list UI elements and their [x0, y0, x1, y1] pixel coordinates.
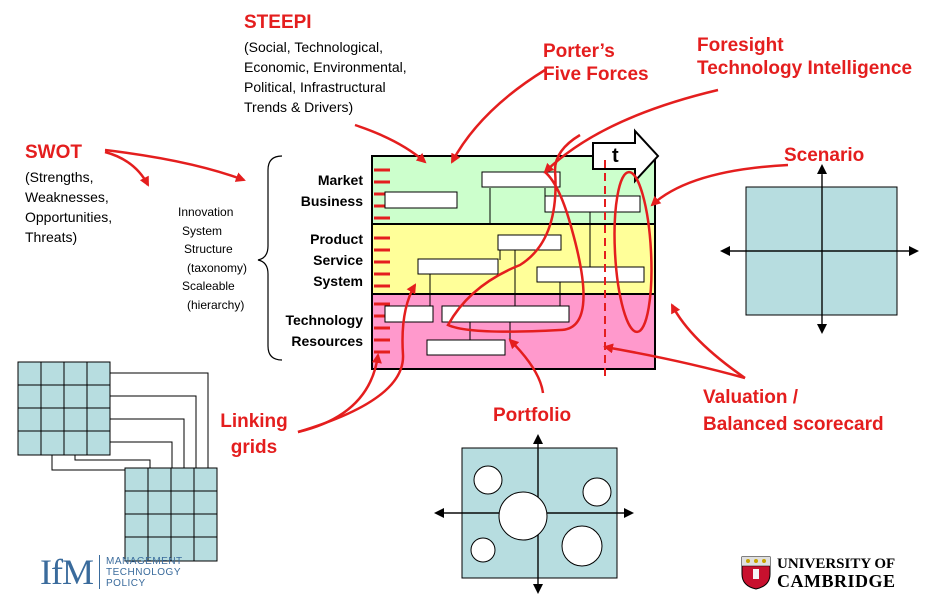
layer-line: System	[313, 273, 363, 289]
linking-line: Linking	[220, 411, 288, 432]
swot-description: (Strengths, Weaknesses, Opportunities, T…	[25, 167, 112, 247]
innovation-line: Innovation	[178, 205, 234, 219]
steepi-description: (Social, Technological, Economic, Enviro…	[244, 37, 407, 117]
ifm-divider	[99, 555, 100, 589]
ifm-mark: IfM	[40, 552, 94, 592]
innovation-system-label: Innovation System Structure (taxonomy) S…	[178, 203, 268, 314]
linking-grids-label: Linking grids	[219, 410, 289, 459]
portfolio-bubble	[561, 525, 603, 567]
layer-line: Resources	[291, 333, 363, 349]
linking-arrow-1	[297, 353, 382, 434]
market-bar-3	[544, 195, 641, 213]
swot-line: Weaknesses,	[25, 189, 109, 205]
steepi-title: STEEPI	[244, 12, 312, 33]
steepi-line: Economic, Environmental,	[244, 59, 407, 75]
portfolio-diagram	[434, 434, 634, 594]
cambridge-logo: UNIVERSITY OF CAMBRIDGE	[741, 556, 896, 590]
portfolio-label: Portfolio	[493, 405, 572, 426]
scenario-arrow	[650, 163, 789, 207]
foresight-loop	[446, 133, 585, 333]
foresight-arrow	[543, 88, 719, 174]
steepi-line: Trends & Drivers)	[244, 99, 354, 115]
porters-arrow	[450, 68, 546, 164]
product-bar-2	[417, 258, 499, 275]
grid-connectors	[51, 372, 209, 471]
porters-label: Porter’s Five Forces	[543, 40, 649, 86]
layer-market-label: Market Business	[270, 170, 363, 212]
portfolio-bubble	[473, 465, 503, 495]
linking-line: grids	[230, 437, 278, 458]
porters-line: Five Forces	[543, 64, 649, 85]
cambridge-line: CAMBRIDGE	[777, 571, 896, 591]
grid-left	[17, 361, 111, 456]
swot-line: (Strengths,	[25, 169, 94, 185]
swot-arrow-1	[104, 150, 150, 187]
ifm-text: MANAGEMENT TECHNOLOGY POLICY	[106, 556, 183, 589]
layer-line: Technology	[285, 312, 363, 328]
innovation-line: Scaleable	[182, 279, 235, 293]
cambridge-line: UNIVERSITY OF	[777, 556, 896, 572]
swot-line: Threats)	[25, 229, 78, 245]
product-bar-1	[497, 234, 562, 251]
time-arrow	[592, 128, 660, 184]
ifm-line: MANAGEMENT	[106, 555, 183, 567]
grid-right	[124, 467, 218, 562]
tech-bar-2	[441, 305, 570, 323]
layer-tick-marks	[374, 168, 390, 354]
ifm-line: TECHNOLOGY	[106, 566, 182, 578]
market-bar-1	[481, 171, 561, 188]
linking-arrow-2	[297, 283, 417, 434]
layer-line: Business	[300, 193, 363, 209]
layer-line: Product	[310, 231, 363, 247]
time-label: t	[612, 145, 619, 167]
portfolio-bubble	[498, 491, 548, 541]
layer-line: Service	[313, 252, 363, 268]
cambridge-text: UNIVERSITY OF CAMBRIDGE	[777, 556, 896, 590]
product-bar-3	[536, 266, 645, 283]
steepi-line: (Social, Technological,	[244, 39, 384, 55]
innovation-line: (taxonomy)	[187, 260, 248, 275]
swot-title: SWOT	[25, 142, 82, 163]
foresight-line: Technology Intelligence	[697, 58, 913, 79]
portfolio-bubble	[582, 477, 612, 507]
portfolio-arrow	[508, 338, 545, 394]
swot-arrow-2	[104, 148, 246, 182]
valuation-line: Balanced scorecard	[703, 414, 884, 435]
scenario-label: Scenario	[784, 145, 865, 166]
valuation-arrow-2	[603, 343, 746, 380]
tech-bar-1	[384, 305, 434, 323]
innovation-line: Structure	[184, 242, 233, 256]
scenario-ellipse	[613, 170, 653, 334]
swot-line: Opportunities,	[25, 209, 113, 225]
layer-line: Market	[317, 172, 363, 188]
cambridge-crest-icon	[741, 556, 771, 590]
steepi-line: Political, Infrastructural	[244, 79, 386, 95]
valuation-arrow-1	[670, 303, 746, 380]
portfolio-bubble	[470, 537, 496, 563]
innovation-line: System	[182, 223, 223, 238]
porters-line: Porter’s	[543, 41, 615, 62]
linking-grids	[17, 361, 218, 562]
scenario-diagram	[720, 164, 919, 334]
innovation-line: (hierarchy)	[187, 297, 245, 312]
foresight-line: Foresight	[697, 35, 784, 56]
foresight-label: Foresight Technology Intelligence	[697, 34, 912, 80]
valuation-label: Valuation / Balanced scorecard	[703, 386, 884, 436]
ifm-logo: IfM MANAGEMENT TECHNOLOGY POLICY	[40, 552, 183, 592]
tech-bar-3	[426, 339, 506, 356]
valuation-line: Valuation /	[703, 387, 799, 408]
annotation-arrows	[104, 68, 789, 434]
market-bar-2	[384, 191, 458, 209]
innovation-brace	[257, 155, 283, 361]
layer-technology-label: Technology Resources	[260, 310, 363, 352]
steepi-arrow-1	[354, 123, 427, 164]
ifm-line: POLICY	[106, 577, 146, 589]
layer-product-label: Product Service System	[270, 229, 363, 292]
